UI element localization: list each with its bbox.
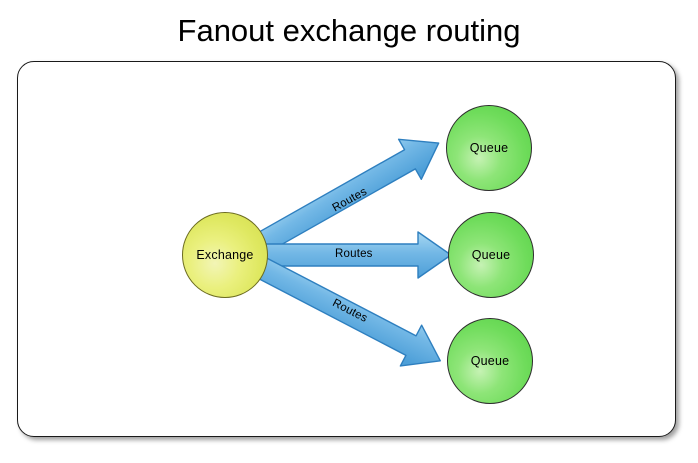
node-exchange-label: Exchange xyxy=(196,248,254,262)
node-queue-bottom-label: Queue xyxy=(470,354,510,368)
edge-middle-label: Routes xyxy=(335,248,373,260)
page-title: Fanout exchange routing xyxy=(177,13,521,48)
node-queue-top-label: Queue xyxy=(469,141,509,155)
node-queue-middle[interactable]: Queue xyxy=(448,212,534,298)
node-queue-bottom[interactable]: Queue xyxy=(447,318,533,404)
node-queue-top[interactable]: Queue xyxy=(446,105,532,191)
node-exchange[interactable]: Exchange xyxy=(182,212,268,298)
node-queue-middle-label: Queue xyxy=(471,248,511,262)
